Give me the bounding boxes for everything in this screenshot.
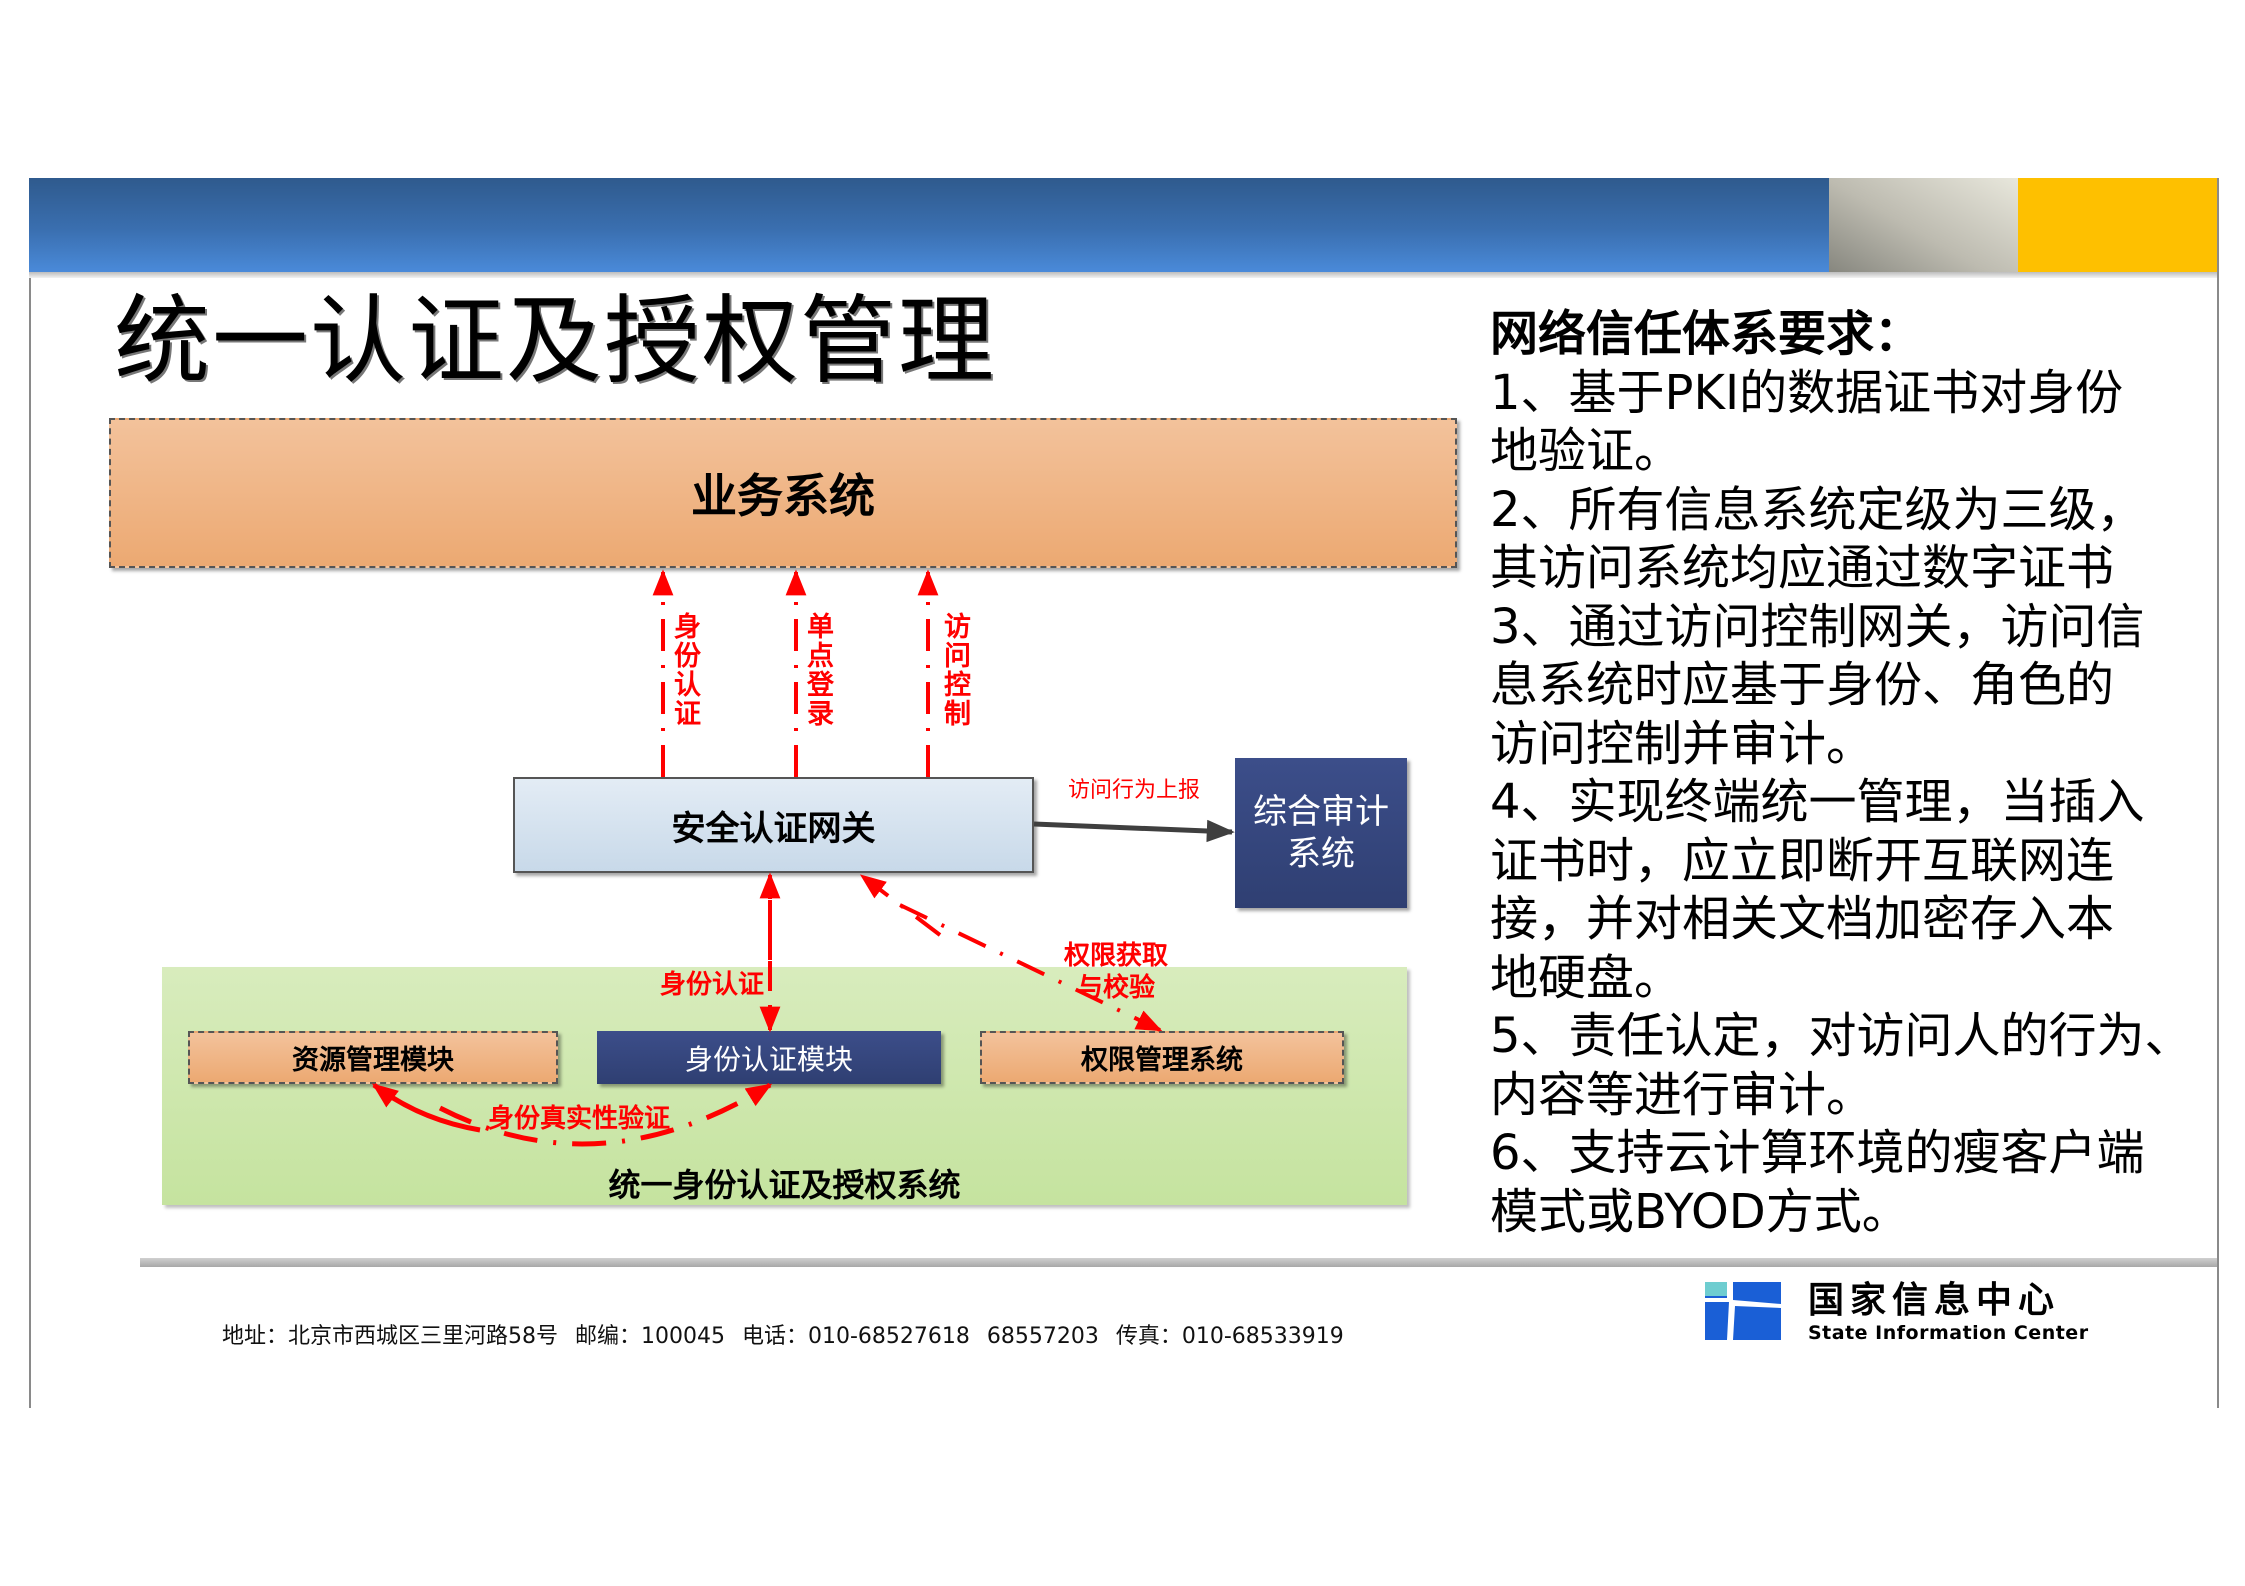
requirements-heading: 网络信任体系要求： bbox=[1490, 306, 1923, 362]
label-permission-line1: 权限获取 bbox=[1064, 941, 1169, 971]
permission-system-label: 权限管理系统 bbox=[1081, 1045, 1243, 1076]
requirement-item-2: 2、所有信息系统定级为三级， 其访问系统均应通过数字证书 bbox=[1490, 481, 2145, 597]
label-identity-authentication: 身份认证 bbox=[660, 970, 765, 1000]
requirement-item-6: 6、支持云计算环境的瘦客户端 模式或BYOD方式。 bbox=[1490, 1125, 2145, 1240]
resource-management-module: 资源管理模块 bbox=[188, 1031, 558, 1084]
footer-contact-info: 地址：北京市西城区三里河路58号 邮编：100045 电话：010-685276… bbox=[222, 1324, 1344, 1349]
permission-management-system: 权限管理系统 bbox=[980, 1031, 1344, 1084]
identity-module-label: 身份认证模块 bbox=[684, 1042, 853, 1076]
requirement-item-5: 5、责任认定，对访问人的行为、 内容等进行审计。 bbox=[1490, 1008, 2193, 1123]
unified-auth-system-area bbox=[162, 967, 1407, 1205]
security-gateway-box: 安全认证网关 bbox=[513, 777, 1034, 873]
unified-auth-system-label: 统一身份认证及授权系统 bbox=[608, 1166, 961, 1204]
label-behavior-report: 访问行为上报 bbox=[1068, 778, 1201, 803]
footer-divider bbox=[140, 1258, 2217, 1267]
header-bar-gray bbox=[1829, 178, 2018, 272]
requirement-item-4: 4、实现终端统一管理，当插入 证书时，应立即断开互联网连 接，并对相关文档加密存… bbox=[1490, 774, 2145, 1006]
resource-module-label: 资源管理模块 bbox=[292, 1045, 454, 1076]
requirement-item-3: 3、通过访问控制网关，访问信 息系统时应基于身份、角色的 访问控制并审计。 bbox=[1490, 598, 2145, 772]
slide-title: 统一认证及授权管理 bbox=[114, 285, 996, 397]
audit-system-label-line2: 系统 bbox=[1287, 834, 1355, 874]
audit-system-label-line1: 综合审计 bbox=[1253, 792, 1389, 832]
label-permission-fetch: 权限获取 与校验 bbox=[1064, 940, 1168, 1004]
label-access-control: 访问控制 bbox=[939, 612, 970, 728]
header-bar-blue bbox=[29, 178, 1829, 272]
slide-frame bbox=[29, 178, 2219, 1408]
requirements-panel: 网络信任体系要求： 1、基于PKI的数据证书对身份 地验证。 2、所有信息系统定… bbox=[1490, 305, 2210, 1241]
requirement-item-1: 1、基于PKI的数据证书对身份 地验证。 bbox=[1490, 364, 2124, 480]
label-identity-auth: 身份认证 bbox=[669, 612, 700, 728]
security-gateway-label: 安全认证网关 bbox=[671, 808, 876, 849]
business-system-box: 业务系统 bbox=[109, 418, 1457, 568]
state-information-center-logo-icon bbox=[1705, 1282, 1781, 1340]
header-divider bbox=[29, 272, 2217, 278]
label-single-sign-on: 单点登录 bbox=[802, 612, 833, 728]
identity-auth-module: 身份认证模块 bbox=[597, 1031, 941, 1084]
label-permission-line2: 与校验 bbox=[1077, 973, 1156, 1003]
business-system-label: 业务系统 bbox=[691, 469, 875, 523]
audit-system-box: 综合审计 系统 bbox=[1235, 758, 1407, 908]
header-bar-yellow bbox=[2018, 178, 2217, 272]
org-name-en: State Information Center bbox=[1808, 1322, 2089, 1344]
org-name-cn: 国家信息中心 bbox=[1808, 1279, 2061, 1321]
label-identity-authenticity: 身份真实性验证 bbox=[488, 1104, 671, 1134]
